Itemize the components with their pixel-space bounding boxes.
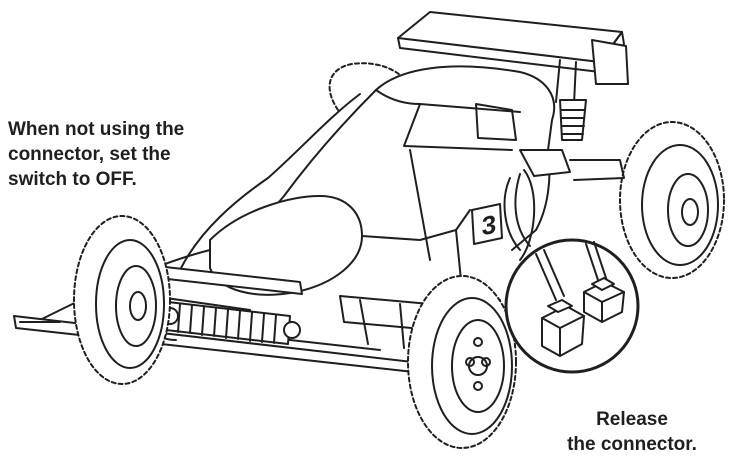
rear-wing xyxy=(397,11,629,105)
switch-off-instruction: When not using the connector, set the sw… xyxy=(8,119,185,190)
rear-right-tire xyxy=(619,121,725,279)
front-right-wheel xyxy=(407,275,517,449)
body-number-panel xyxy=(471,203,503,245)
front-left-wheel xyxy=(73,215,171,385)
connector-wires xyxy=(503,173,531,251)
connector-inset xyxy=(504,238,640,374)
rear-shock xyxy=(519,99,625,261)
body-shell xyxy=(39,65,556,321)
release-connector-instruction: Release the connector. xyxy=(567,409,697,455)
body-number: 3 xyxy=(481,208,497,242)
